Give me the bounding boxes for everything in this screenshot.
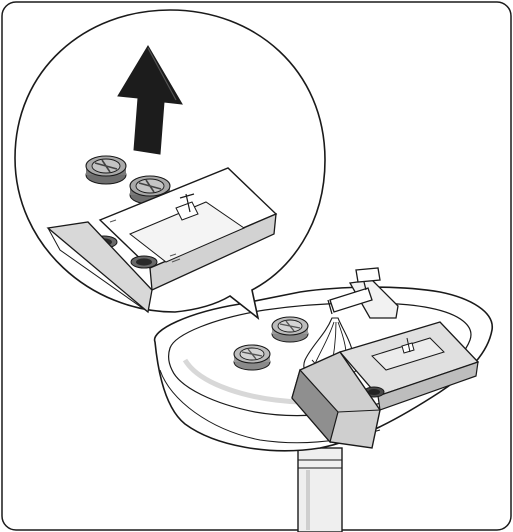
cap-icon [234, 345, 270, 370]
cap-icon [272, 317, 308, 342]
cap-icon [86, 156, 126, 184]
drain-pipe-icon [298, 448, 342, 532]
